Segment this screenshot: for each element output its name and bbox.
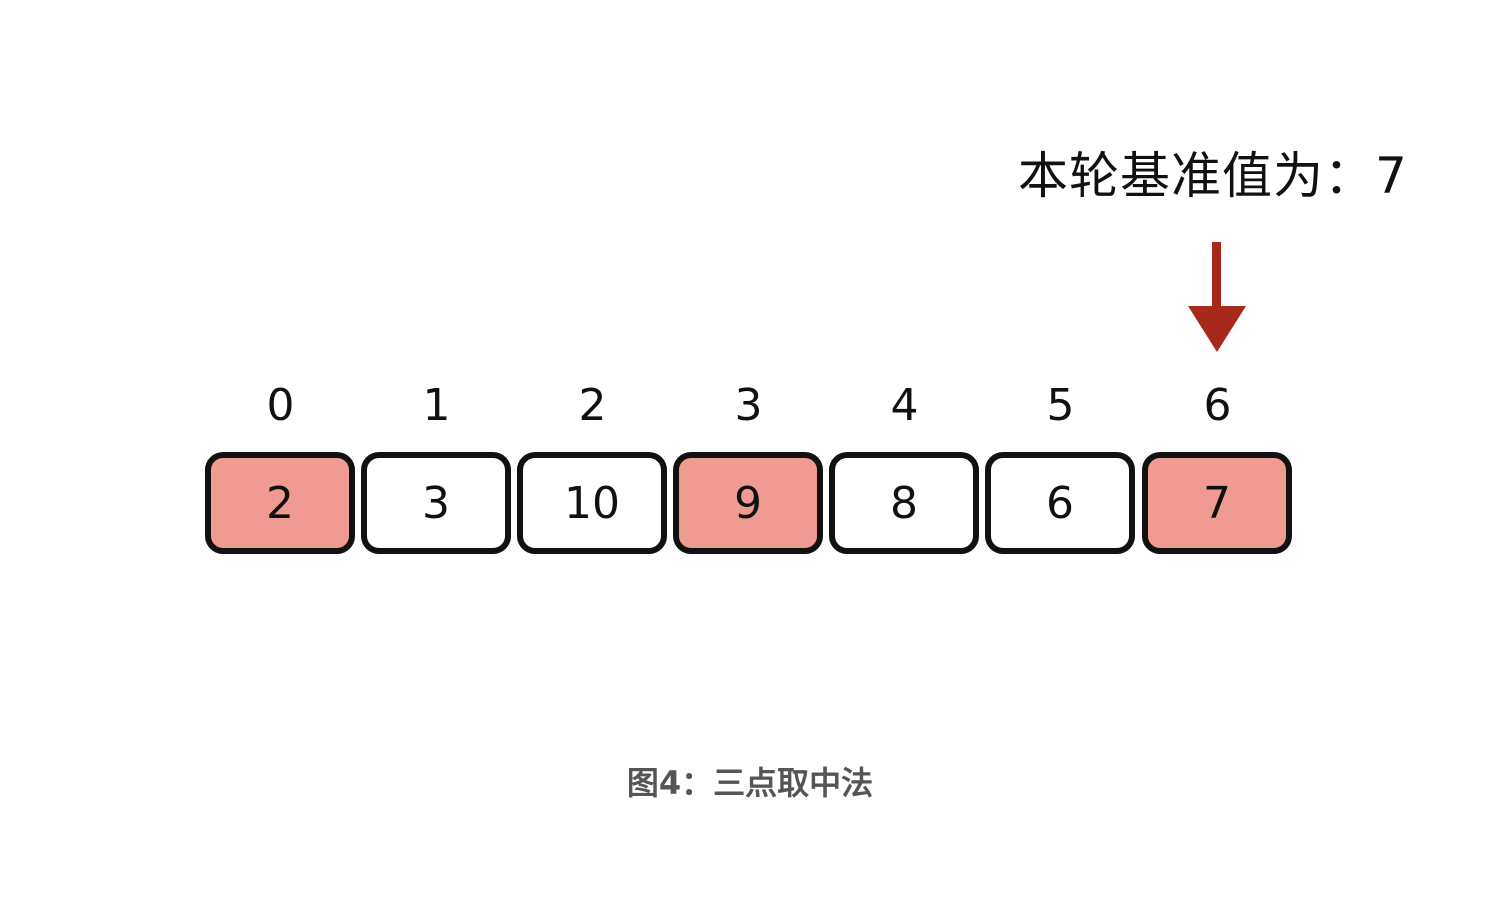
down-arrow-icon: [1188, 242, 1246, 352]
index-label: 2: [578, 380, 607, 431]
index-label: 3: [734, 380, 763, 431]
array-cell-highlighted: 2: [205, 452, 355, 554]
array-cell: 8: [829, 452, 979, 554]
pivot-title: 本轮基准值为：7: [1018, 147, 1408, 205]
array-cell: 3: [361, 452, 511, 554]
array-cell-highlighted: 7: [1142, 452, 1292, 554]
figure-caption: 图4：三点取中法: [626, 764, 874, 802]
index-label: 4: [890, 380, 919, 431]
index-label: 0: [266, 380, 295, 431]
array-cell: 10: [517, 452, 667, 554]
array-cell-highlighted: 9: [673, 452, 823, 554]
index-label: 6: [1203, 380, 1232, 431]
index-label: 5: [1046, 380, 1075, 431]
array-cell: 6: [985, 452, 1135, 554]
index-label: 1: [422, 380, 451, 431]
